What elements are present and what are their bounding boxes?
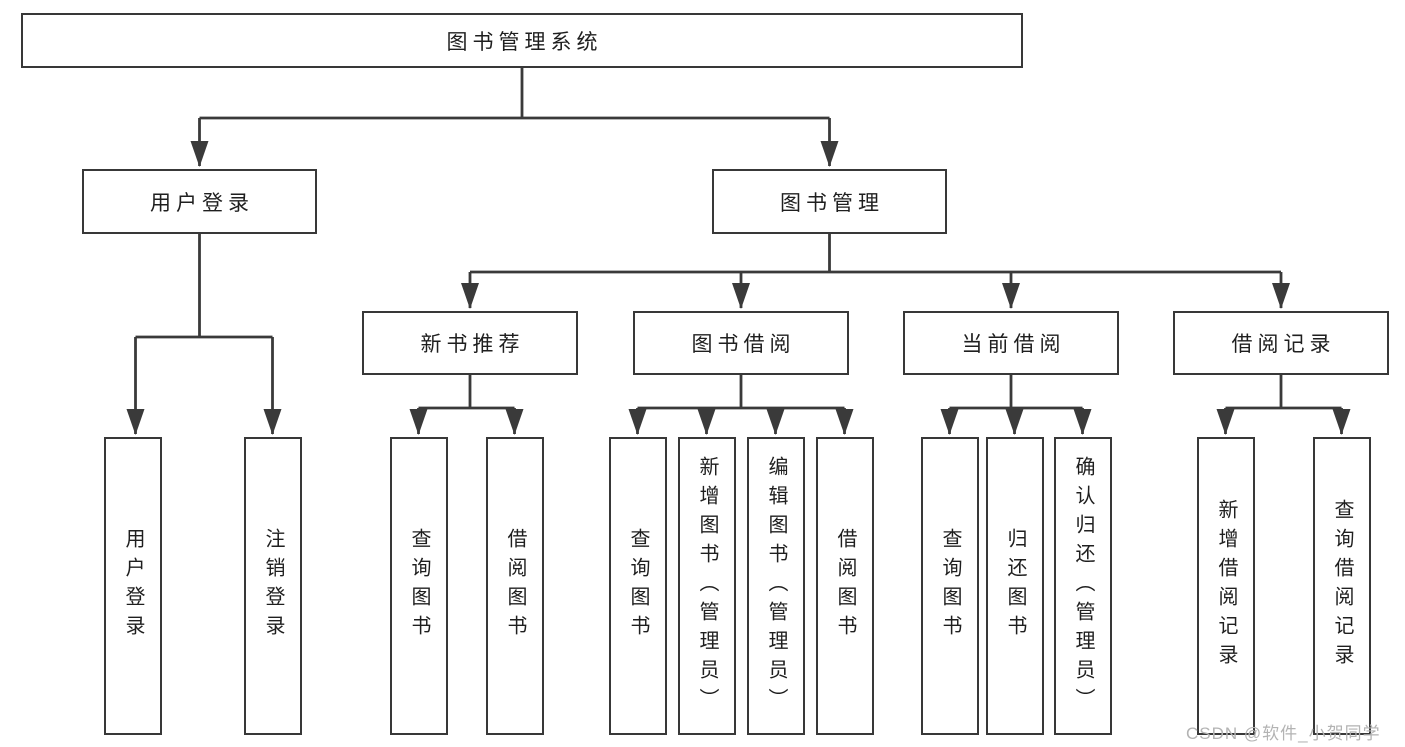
node-current-borrow-label: 当前借阅: [961, 333, 1066, 356]
leaf-query-borrow-record-label: 查询借阅记录: [1331, 499, 1353, 673]
node-user-login: 用户登录: [82, 169, 317, 234]
leaf-borrow-books-label: 借阅图书: [834, 528, 856, 644]
leaf-borrow-books-recommend: 借阅图书: [486, 437, 544, 735]
leaf-logout: 注销登录: [244, 437, 302, 735]
node-current-borrow: 当前借阅: [903, 311, 1119, 375]
leaf-query-books-recommend: 查询图书: [390, 437, 448, 735]
leaf-add-borrow-record: 新增借阅记录: [1197, 437, 1255, 735]
leaf-borrow-books: 借阅图书: [816, 437, 874, 735]
leaf-edit-book-admin-label: 编辑图书（管理员）: [765, 455, 787, 717]
leaf-return-book-label: 归还图书: [1004, 528, 1026, 644]
leaf-query-books-current: 查询图书: [921, 437, 979, 735]
leaf-query-books-borrow-label: 查询图书: [627, 528, 649, 644]
node-new-book-recommend-label: 新书推荐: [420, 333, 525, 356]
leaf-borrow-books-recommend-label: 借阅图书: [504, 528, 526, 644]
leaf-query-books-borrow: 查询图书: [609, 437, 667, 735]
node-book-borrow: 图书借阅: [633, 311, 849, 375]
leaf-query-books-current-label: 查询图书: [939, 528, 961, 644]
node-root-system: 图书管理系统: [21, 13, 1023, 68]
leaf-confirm-return-admin-label: 确认归还（管理员）: [1072, 455, 1094, 717]
leaf-add-book-admin-label: 新增图书（管理员）: [696, 455, 718, 717]
node-book-management-label: 图书管理: [780, 191, 884, 215]
leaf-add-book-admin: 新增图书（管理员）: [678, 437, 736, 735]
leaf-query-borrow-record: 查询借阅记录: [1313, 437, 1371, 735]
leaf-edit-book-admin: 编辑图书（管理员）: [747, 437, 805, 735]
node-borrow-records-label: 借阅记录: [1231, 333, 1336, 356]
watermark: CSDN @软件_小贺同学: [1186, 724, 1381, 743]
node-borrow-records: 借阅记录: [1173, 311, 1389, 375]
leaf-query-books-recommend-label: 查询图书: [408, 528, 430, 644]
leaf-logout-label: 注销登录: [262, 528, 284, 644]
node-root-label: 图书管理系统: [446, 30, 603, 54]
node-book-borrow-label: 图书借阅: [691, 333, 796, 356]
leaf-user-login: 用户登录: [104, 437, 162, 735]
leaf-return-book: 归还图书: [986, 437, 1044, 735]
leaf-add-borrow-record-label: 新增借阅记录: [1215, 499, 1237, 673]
leaf-user-login-label: 用户登录: [122, 528, 144, 644]
leaf-confirm-return-admin: 确认归还（管理员）: [1054, 437, 1112, 735]
node-book-management: 图书管理: [712, 169, 947, 234]
node-user-login-label: 用户登录: [150, 191, 254, 215]
node-new-book-recommend: 新书推荐: [362, 311, 578, 375]
